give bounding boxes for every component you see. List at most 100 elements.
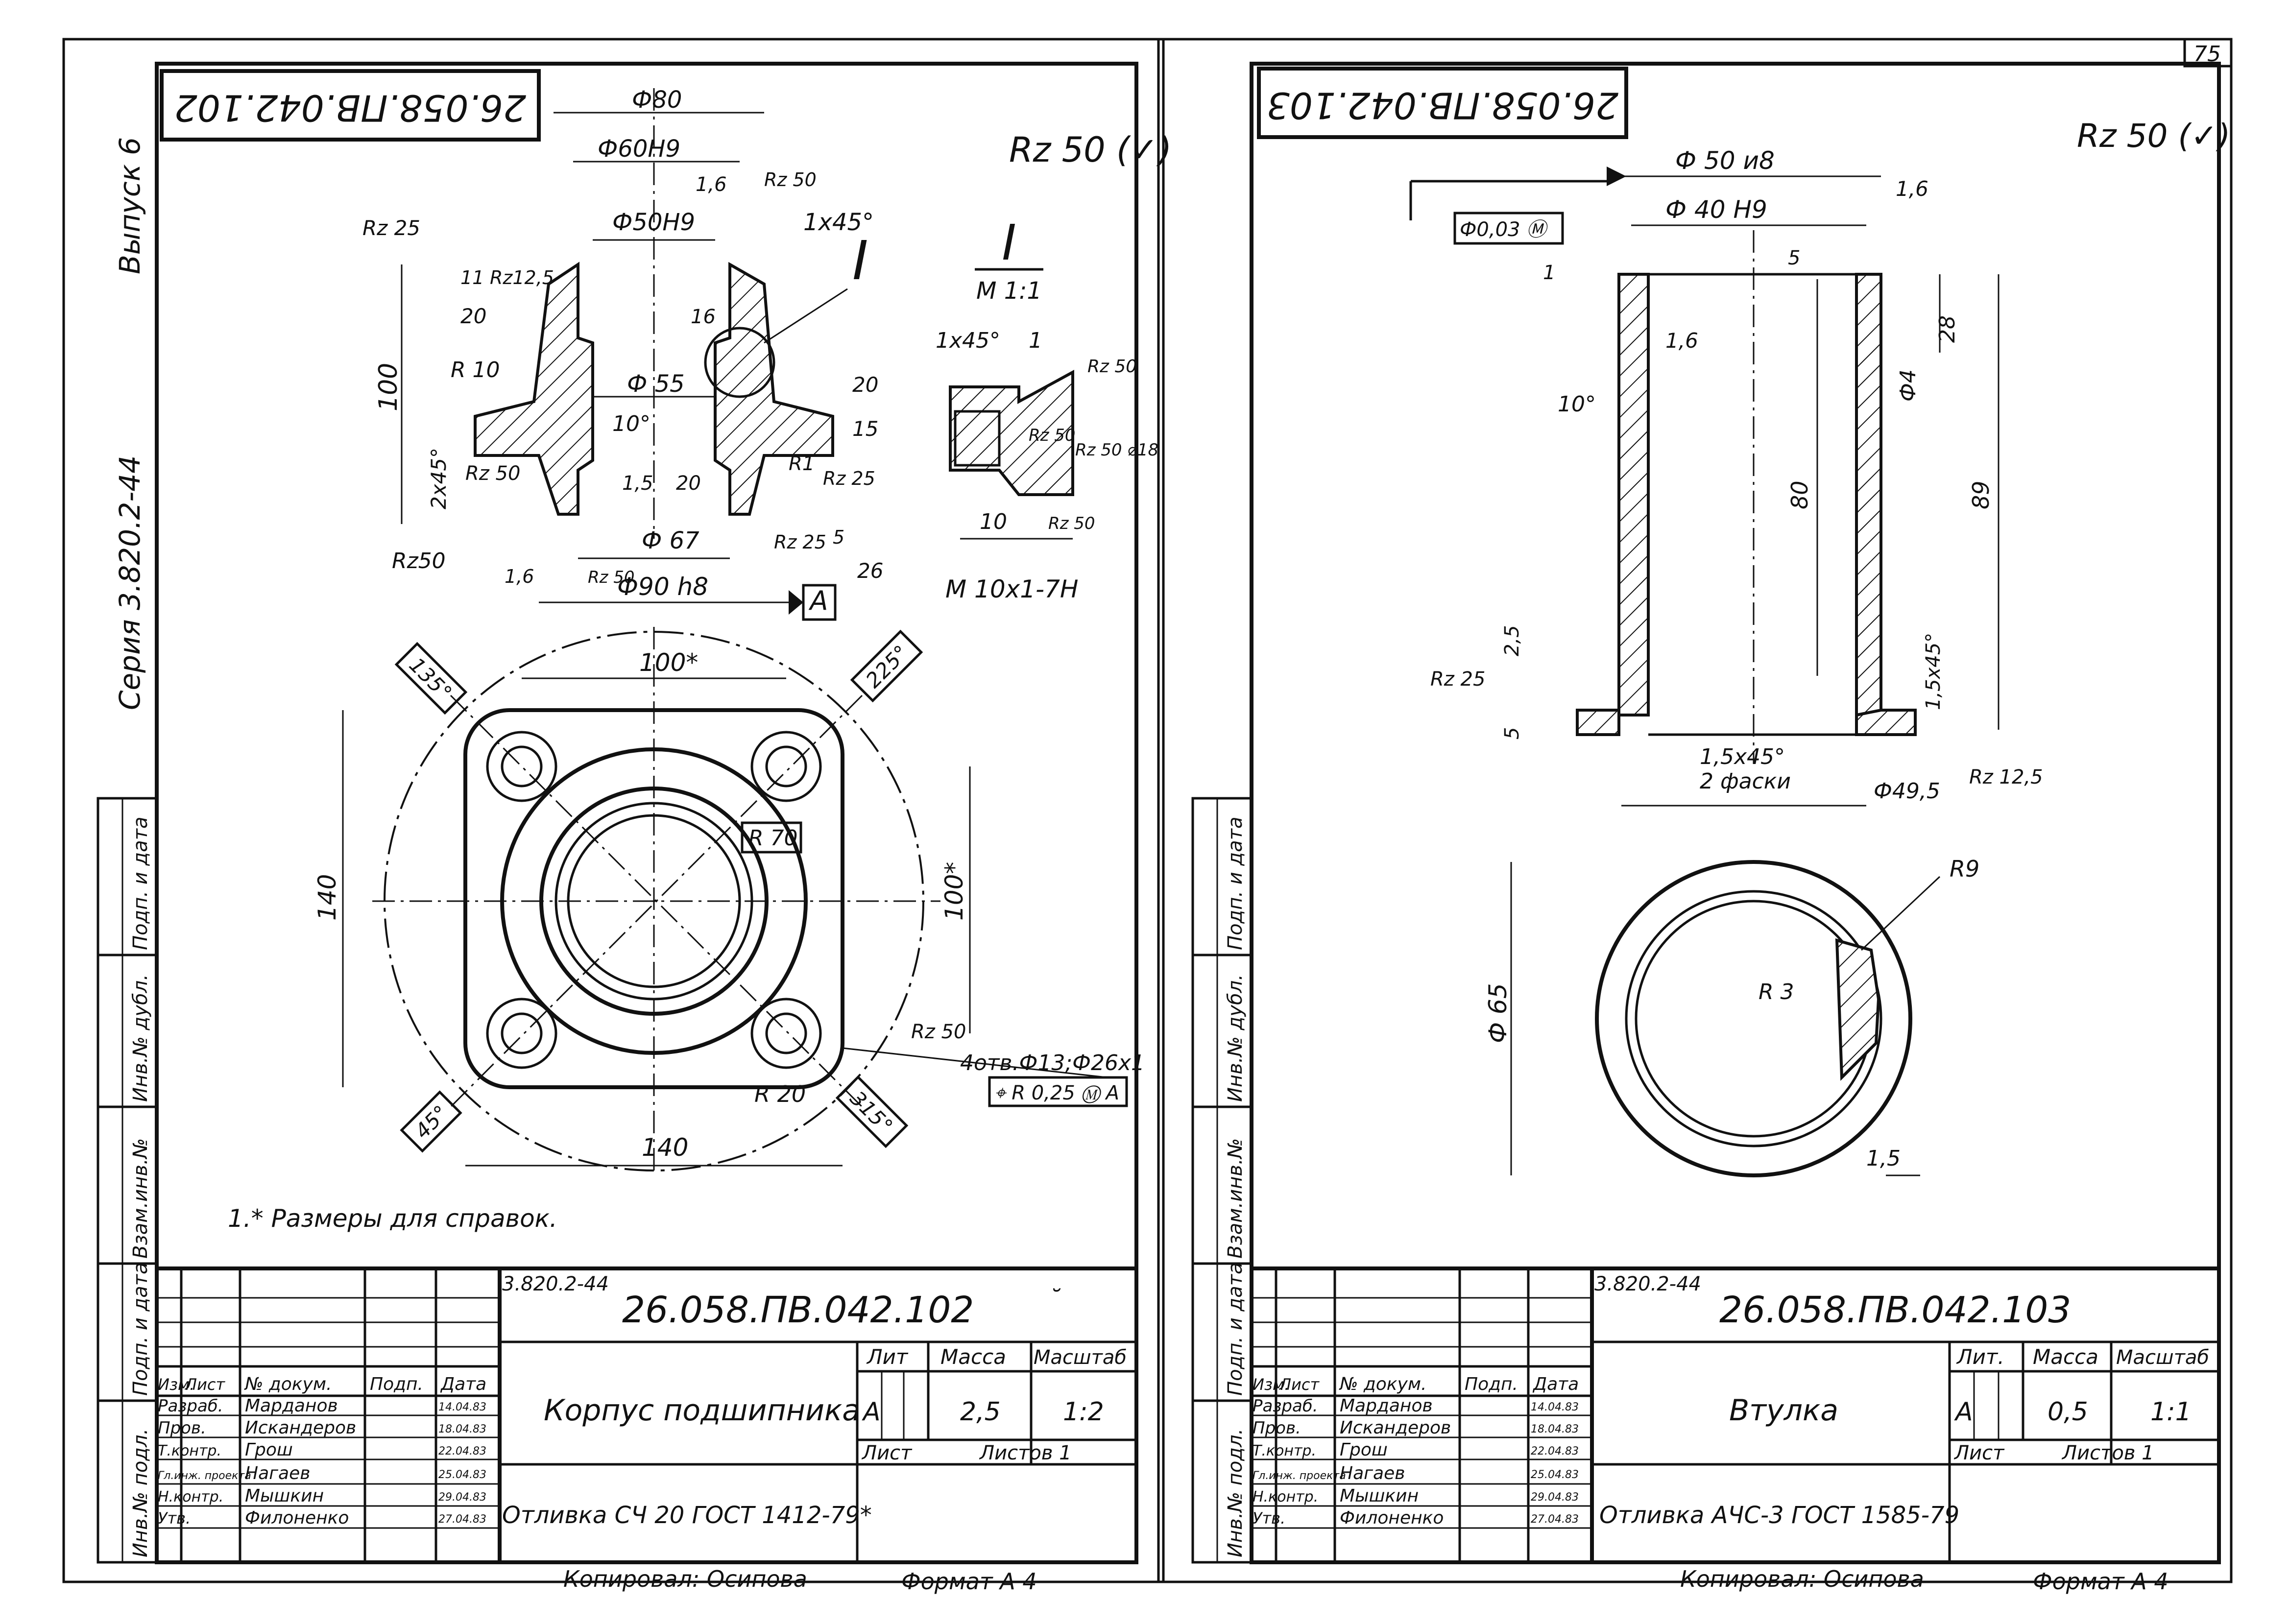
dim-rz50-left: Rz 50 [465, 462, 520, 485]
detail-dim-1: 1 [1029, 328, 1042, 353]
dim-rz25-left: Rz 25 [362, 216, 420, 240]
section-right-half [714, 262, 834, 516]
copied-left: Копировал: Осипова [563, 1566, 807, 1592]
roughness-mark-left: Rz 50 (✓) [1009, 130, 1172, 170]
stamp-left-name-0: Марданов [245, 1396, 338, 1416]
bolt-hole-tl [486, 731, 557, 802]
stamp-right-scale: 1:1 [2150, 1397, 2192, 1427]
code-box-right [1257, 67, 1628, 139]
stamp-right-scale-label: Масштаб [2116, 1346, 2209, 1369]
stamp-left-mass: 2,5 [960, 1397, 1001, 1427]
plan-view-left: 100* 140 100* 140 R 70 R 20 135° 225° 45… [313, 627, 1145, 1175]
detail-dim-rz50-a: Rz 50 [1087, 357, 1137, 377]
bolt-hole-tr [750, 731, 822, 802]
sheet-left: Выпуск 6 Серия 3.820.2-44 Подп. и дата И… [62, 38, 1172, 1595]
dim-16-mid: 16 [691, 306, 716, 328]
svg-text:45°: 45° [410, 1100, 453, 1143]
stamp-right-h-list: Лист [1279, 1375, 1320, 1394]
tolerance-frame-right [1453, 212, 1564, 245]
bush-dim-1: 1 [1543, 262, 1555, 284]
stamp-left-role-0: Разраб. [158, 1396, 223, 1416]
stamp-left-date-0: 14.04.83 [438, 1401, 486, 1413]
bushing-left-collar [1576, 709, 1620, 736]
dim-rz50-top: Rz 50 [764, 169, 817, 191]
plan-roughness: Rz 50 [911, 1021, 966, 1043]
detail-scale: М 1:1 [976, 277, 1042, 305]
dim-d80: Ф80 [632, 86, 682, 114]
stamp-right-mass: 0,5 [2048, 1397, 2088, 1427]
dim-10deg: 10° [612, 411, 651, 436]
stamp-left-name-4: Мышкин [245, 1486, 324, 1506]
stamp-left-h-list: Лист [185, 1375, 225, 1394]
stamp-right-series: 3.820.2-44 [1594, 1273, 1701, 1295]
detail-title: I [1002, 214, 1016, 271]
stamp-left-extra-mark: ˘ [1048, 1285, 1061, 1314]
bush-dim-80: 80 [1786, 480, 1813, 509]
margin-fields-lower: Подп. и дата Инв.№ подл. [96, 1262, 158, 1564]
plan-holes-note: 4отв.Ф13;Ф26х1 [960, 1051, 1145, 1075]
stamp-right-role-1: Пров. [1253, 1418, 1301, 1438]
sheet-left-outer-border [62, 38, 1165, 1583]
plan-r3: R 3 [1759, 979, 1794, 1004]
stamp-left-role-3: Гл.инж. проекта [158, 1470, 251, 1482]
plan-1-5: 1,5 [1866, 1146, 1901, 1171]
page-number-box [2183, 38, 2233, 68]
stamp-left-title: Корпус подшипника [544, 1393, 860, 1428]
margin-r-inv-podl: Инв.№ подл. [1224, 1429, 1247, 1557]
dim-rz25-bottom: Rz 25 [774, 531, 826, 553]
bush-dim-rz25: Rz 25 [1430, 668, 1485, 691]
dim-d67: Ф 67 [642, 527, 699, 554]
plan-dim-r70: R 70 [748, 826, 798, 851]
bush-dim-89: 89 [1968, 480, 1994, 509]
code-box-left [160, 69, 541, 142]
stamp-right-name-5: Филоненко [1340, 1508, 1444, 1528]
plan-r9: R9 [1950, 856, 1979, 882]
margin-field-inv-podl: Инв.№ подл. [129, 1429, 152, 1557]
stamp-left-h-izm: Изм. [158, 1375, 194, 1394]
angle-tag-135: 135° [394, 642, 468, 715]
bush-dim-d49-5: Ф49,5 [1874, 779, 1940, 804]
stamp-right-h-podp: Подп. [1465, 1374, 1518, 1394]
stamp-right-role-4: Н.контр. [1253, 1488, 1318, 1505]
dim-26: 26 [857, 559, 883, 583]
stamp-right-mass-label: Масса [2033, 1345, 2098, 1369]
stamp-left-role-5: Утв. [158, 1509, 191, 1528]
bush-dim-d40h9: Ф 40 Н9 [1665, 195, 1767, 224]
dim-rz25-right: Rz 25 [823, 468, 875, 489]
stamp-right: 3.820.2-44 26.058.ПВ.042.103 Изм. Лист №… [1250, 1266, 2221, 1564]
margin-r-podp: Подп. и дата [1224, 817, 1247, 950]
stamp-left-h-doc: № докум. [244, 1374, 332, 1394]
section-left-half [474, 262, 594, 516]
margin-r-vzam: Взам.инв.№ [1224, 1138, 1247, 1259]
stamp-right-h-date: Дата [1532, 1374, 1579, 1394]
detail-dim-rz50-c: Rz 50 [1048, 514, 1095, 533]
dim-15: 15 [852, 417, 878, 441]
stamp-right-sheet-label: Лист [1953, 1442, 2005, 1464]
margin-series: Серия 3.820.2-44 [113, 455, 146, 710]
detail-dim-chamfer: 1х45° [936, 328, 1000, 353]
margin-field-vzam: Взам.инв.№ [129, 1138, 152, 1259]
stamp-right-name-2: Грош [1340, 1440, 1388, 1460]
stamp-right-name-0: Марданов [1340, 1396, 1433, 1416]
code-box-left-text: 26.058.ПВ.042.102 [174, 86, 526, 128]
bush-dim-1-6-top: 1,6 [1896, 177, 1928, 201]
margin-field-podp: Подп. и дата [129, 817, 152, 950]
stamp-right-date-2: 22.04.83 [1531, 1445, 1579, 1457]
bush-dim-chamfer-b: 1,5х45° [1700, 744, 1785, 769]
stamp-left-mass-label: Масса [940, 1345, 1006, 1369]
page-number: 75 [2193, 42, 2221, 67]
bush-dim-2-5: 2,5 [1501, 625, 1523, 656]
stamp-right-date-0: 14.04.83 [1531, 1401, 1579, 1413]
stamp-right-lit-label: Лит. [1956, 1345, 2004, 1369]
sheet-right-inner-frame [1250, 62, 2221, 1564]
plan-dim-r20: R 20 [754, 1081, 806, 1107]
margin-field-dubl: Инв.№ дубл. [129, 974, 152, 1102]
stamp-left-sheets-label: Листов 1 [979, 1442, 1072, 1464]
stamp-right-date-4: 29.04.83 [1531, 1491, 1579, 1504]
dim-rz50-bottom: Rz 50 [588, 568, 635, 587]
bush-dim-tolerance: Ф0,03 Ⓜ [1460, 218, 1549, 241]
stamp-right-h-doc: № докум. [1339, 1374, 1426, 1394]
plan-dim-top: 100* [639, 648, 698, 677]
dim-d55: Ф 55 [627, 370, 685, 398]
